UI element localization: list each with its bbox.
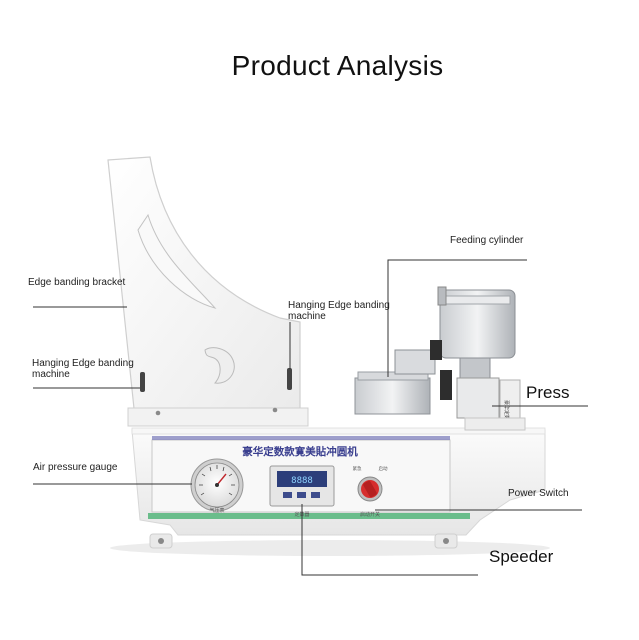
feeding-cylinder-body xyxy=(354,377,431,415)
label-speeder: Speeder xyxy=(489,547,554,566)
label-edge-banding-bracket: Edge banding bracket xyxy=(28,277,126,288)
svg-text:启动: 启动 xyxy=(379,465,388,472)
air-pressure-gauge-dial: 气压表 xyxy=(190,458,244,514)
callout-lines xyxy=(33,259,588,576)
nameplate-text: 豪华定数款寛美貼冲圆机 xyxy=(242,445,358,458)
label-power-switch: Power Switch xyxy=(508,488,569,499)
label-hanging-edge-banding-right: Hanging Edge banding machine xyxy=(288,300,390,322)
hanging-pin-right xyxy=(287,368,292,390)
press-assembly: 豪华定数 xyxy=(354,286,526,431)
label-feeding-cylinder: Feeding cylinder xyxy=(450,235,524,246)
gauge-caption: 气压表 xyxy=(209,507,224,514)
switch-caption: 启动开关 xyxy=(360,511,380,518)
edge-banding-bracket xyxy=(107,156,309,427)
hanging-pin-left xyxy=(140,372,145,392)
label-press: Press xyxy=(526,383,570,402)
label-air-pressure-gauge: Air pressure gauge xyxy=(33,462,118,473)
svg-text:紧急: 紧急 xyxy=(353,465,362,472)
page-title: Product Analysis xyxy=(231,50,444,81)
svg-text:豪华定数: 豪华定数 xyxy=(503,400,510,420)
svg-text:8888: 8888 xyxy=(291,476,313,486)
label-hanging-edge-banding-left: Hanging Edge banding machine xyxy=(32,358,134,380)
power-switch-knob: 紧急 启动 启动开关 xyxy=(353,465,388,518)
speeder-unit: 8888 定数器 xyxy=(269,465,335,518)
